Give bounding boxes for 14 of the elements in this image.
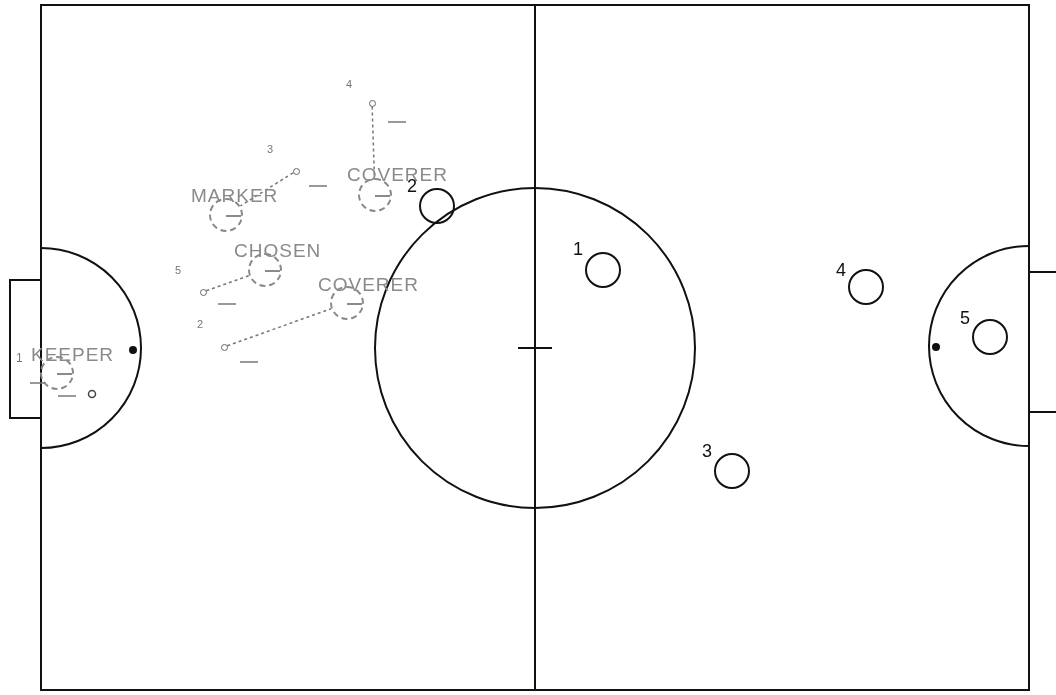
role-label: MARKER	[191, 186, 279, 205]
marker-number: 5	[175, 265, 182, 276]
marker-number: 2	[197, 319, 204, 330]
dashed-line	[239, 172, 294, 207]
marker-number: 4	[346, 79, 353, 90]
player-number: 5	[960, 309, 970, 327]
player-number: 1	[573, 240, 583, 258]
role-label: CHOSEN	[234, 241, 322, 260]
dashed-line	[205, 274, 250, 292]
player-number: 4	[836, 261, 846, 279]
marker-number: 3	[267, 144, 274, 155]
dashed-line	[226, 308, 332, 347]
player-number: 3	[702, 442, 712, 460]
marker-number: 1	[16, 352, 23, 364]
